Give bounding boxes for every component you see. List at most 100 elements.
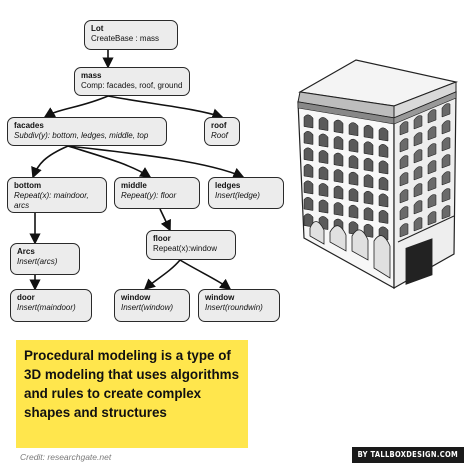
building-window	[363, 141, 374, 156]
building-window	[399, 155, 409, 170]
building-window	[441, 188, 451, 203]
node-roof: roof Roof	[204, 117, 240, 146]
node-window-1-rule: Insert(window)	[121, 303, 174, 312]
building-window	[413, 183, 423, 198]
building-window	[348, 155, 359, 170]
node-middle-title: middle	[121, 181, 147, 190]
building-window	[303, 131, 314, 145]
node-door-title: door	[17, 293, 35, 302]
node-mass-rule: Comp: facades, roof, ground	[81, 81, 183, 90]
building-window	[348, 138, 359, 153]
building-window	[348, 122, 359, 137]
building-right-windows	[399, 103, 451, 238]
building-window	[333, 152, 344, 167]
node-door: door Insert(maindoor)	[10, 289, 92, 322]
brand-badge: BY TALLBOXDESIGN.COM	[351, 447, 464, 463]
node-window-1: window Insert(window)	[114, 289, 190, 322]
building-window	[413, 132, 423, 147]
edge-facades-bottom	[31, 145, 69, 179]
building-window	[318, 150, 329, 164]
building-window	[378, 160, 389, 175]
building-window	[378, 127, 389, 142]
building-window	[378, 144, 389, 158]
building-window	[318, 166, 329, 181]
node-bottom: bottom Repeat(x): maindoor, arcs	[7, 177, 107, 213]
building-window	[441, 154, 451, 169]
node-bottom-title: bottom	[14, 181, 42, 190]
building-window	[348, 171, 359, 186]
building-window	[378, 210, 389, 224]
building-window	[427, 177, 437, 192]
building-window	[399, 121, 409, 136]
node-mass-title: mass	[81, 71, 102, 80]
credit-text: Credit: researchgate.net	[20, 452, 112, 462]
node-facades-title: facades	[14, 121, 44, 130]
building-window	[413, 166, 423, 181]
node-bottom-rule: Repeat(x): maindoor, arcs	[14, 191, 89, 210]
building-window	[413, 149, 423, 164]
building-window	[363, 190, 374, 205]
building-window	[413, 217, 423, 232]
building-window	[427, 143, 437, 158]
node-roof-rule: Roof	[211, 131, 228, 140]
node-window-2-title: window	[205, 293, 235, 302]
edge-floor-window2	[179, 259, 232, 290]
edge-mass-facades	[43, 95, 109, 118]
building-window	[363, 174, 374, 189]
node-window-2: window Insert(roundwin)	[198, 289, 280, 322]
building-window	[333, 119, 344, 134]
highlight-caption: Procedural modeling is a type of 3D mode…	[16, 340, 248, 448]
building-window	[318, 117, 329, 131]
building-window	[303, 197, 314, 211]
edge-mass-roof	[107, 95, 224, 120]
building-left-windows	[303, 114, 389, 241]
node-floor-rule: Repeat(x):window	[153, 244, 218, 253]
building-window	[363, 223, 374, 238]
building-window	[399, 189, 409, 204]
building-window	[378, 193, 389, 208]
node-lot-rule: CreateBase : mass	[91, 34, 160, 43]
building-window	[303, 164, 314, 178]
node-arcs: Arcs Insert(arcs)	[10, 243, 80, 275]
building-window	[427, 194, 437, 209]
node-ledges-rule: Insert(ledge)	[215, 191, 260, 200]
node-window-1-title: window	[121, 293, 151, 302]
node-arcs-title: Arcs	[17, 247, 35, 256]
building-window	[318, 133, 329, 148]
node-mass: mass Comp: facades, roof, ground	[74, 67, 190, 96]
node-floor: floor Repeat(x):window	[146, 230, 236, 260]
building-window	[378, 177, 389, 191]
node-facades: facades Subdiv(y): bottom, ledges, middl…	[7, 117, 167, 146]
building-window	[427, 160, 437, 175]
building-window	[318, 183, 329, 197]
building-window	[399, 223, 409, 238]
node-roof-title: roof	[211, 121, 227, 130]
node-floor-title: floor	[153, 234, 171, 243]
building-window	[441, 120, 451, 135]
building-window	[333, 136, 344, 150]
building-window	[427, 126, 437, 141]
node-door-rule: Insert(maindoor)	[17, 303, 76, 312]
building-illustration	[297, 59, 459, 290]
node-window-2-rule: Insert(roundwin)	[205, 303, 263, 312]
node-middle-rule: Repeat(y): floor	[121, 191, 177, 200]
node-ledges: ledges Insert(ledge)	[208, 177, 284, 209]
edge-floor-window1	[143, 259, 181, 291]
building-window	[363, 124, 374, 139]
building-window	[333, 185, 344, 200]
building-window	[303, 114, 314, 129]
building-window	[303, 180, 314, 195]
building-window	[427, 211, 437, 226]
node-middle: middle Repeat(y): floor	[114, 177, 200, 209]
building-window	[399, 206, 409, 221]
node-lot: Lot CreateBase : mass	[84, 20, 178, 50]
building-window	[348, 204, 359, 219]
building-window	[399, 172, 409, 187]
node-facades-rule: Subdiv(y): bottom, ledges, middle, top	[14, 131, 149, 140]
building-window	[441, 137, 451, 152]
building-window	[318, 199, 329, 214]
building-window	[413, 115, 423, 130]
building-window	[333, 202, 344, 216]
building-window	[348, 188, 359, 203]
